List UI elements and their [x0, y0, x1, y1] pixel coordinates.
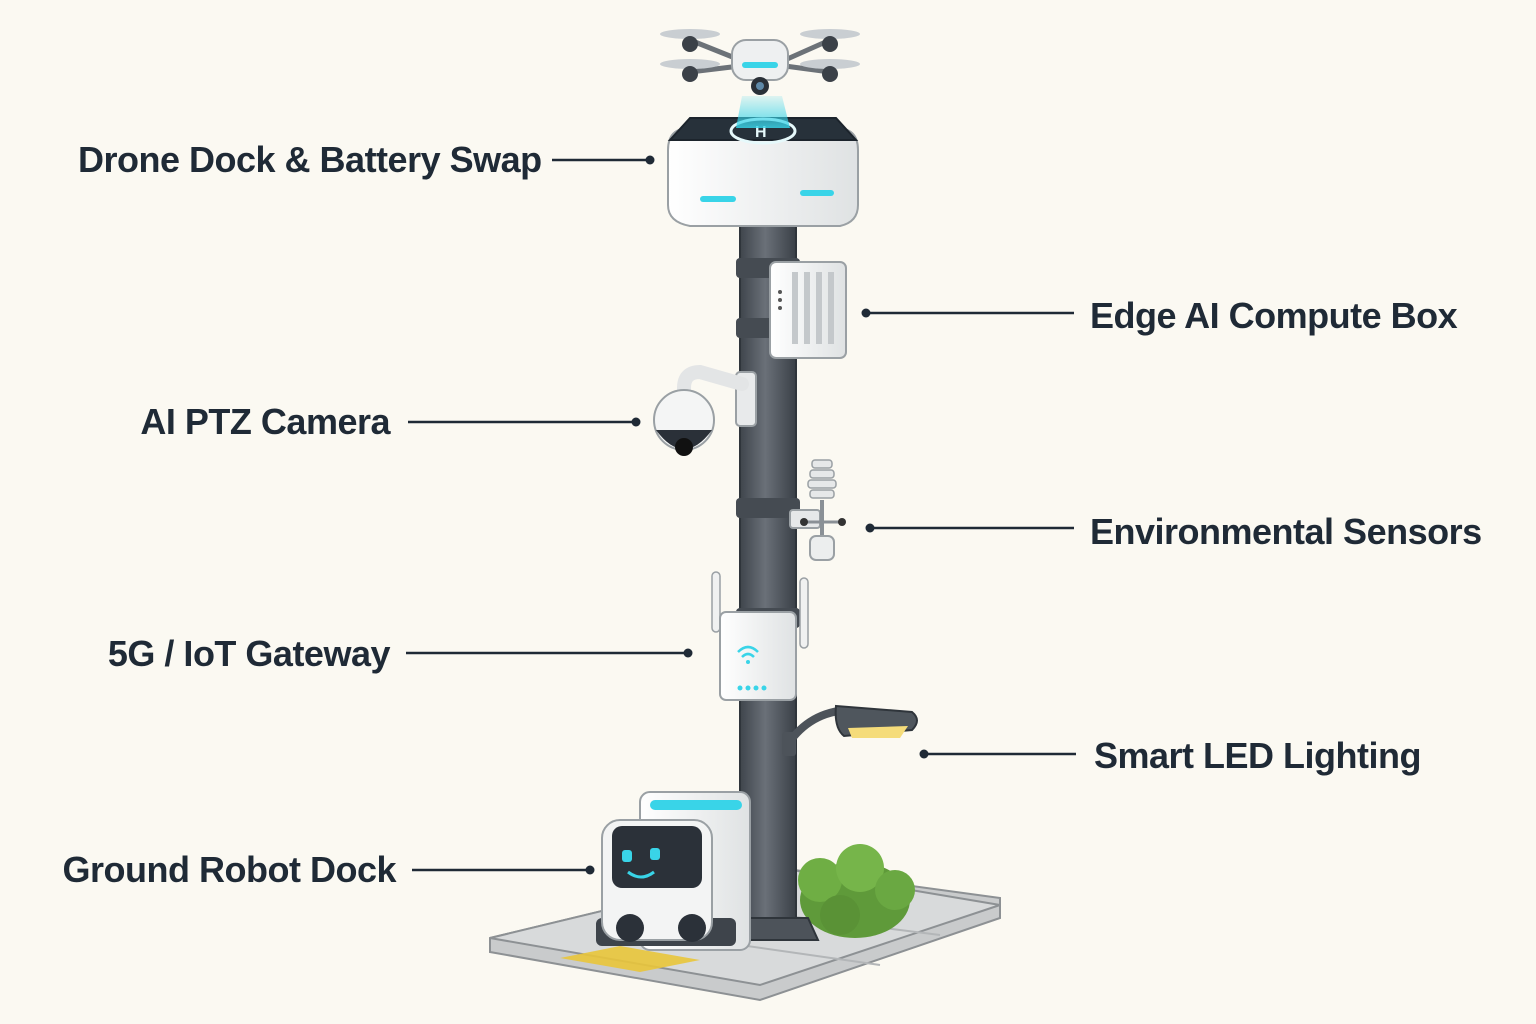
label-led-lighting: Smart LED Lighting [1094, 735, 1422, 776]
label-robot-dock: Ground Robot Dock [62, 849, 397, 890]
label-drone-dock: Drone Dock & Battery Swap [78, 139, 542, 180]
wifi-icon [737, 645, 759, 664]
gateway-box [711, 571, 809, 701]
leader-lines [406, 155, 1076, 875]
shrub [798, 844, 915, 938]
robot-icon [601, 819, 713, 942]
label-edge-ai-box: Edge AI Compute Box [1090, 295, 1458, 336]
label-env-sensors: Environmental Sensors [1090, 511, 1482, 552]
env-sensor [789, 459, 846, 561]
street-lamp-icon [782, 704, 918, 756]
drone-dock: H [667, 96, 859, 227]
label-ptz-camera: AI PTZ Camera [140, 401, 390, 442]
ptz-camera-icon [653, 364, 757, 456]
svg-text:H: H [755, 124, 767, 141]
label-gateway: 5G / IoT Gateway [107, 633, 391, 674]
drone-icon [660, 29, 860, 95]
edge-ai-box [769, 261, 847, 359]
